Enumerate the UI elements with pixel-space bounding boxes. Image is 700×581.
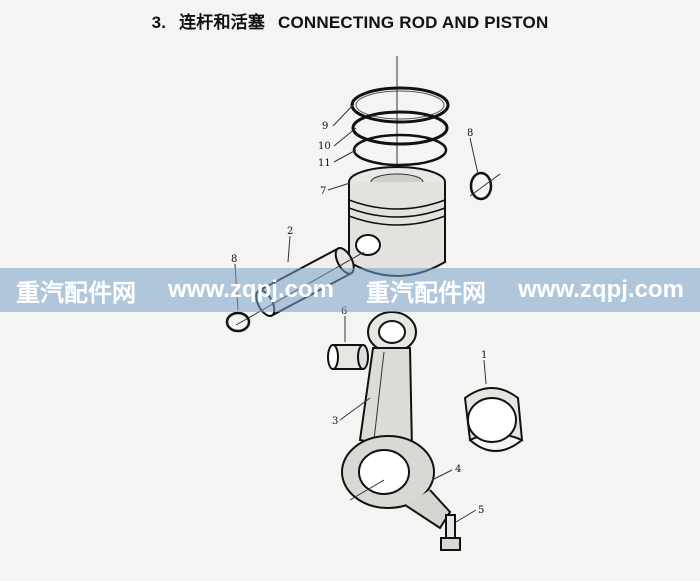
callout-5: 5 <box>478 505 484 516</box>
title-english: CONNECTING ROD AND PISTON <box>278 13 549 32</box>
connecting-rod <box>341 311 452 530</box>
watermark-banner: 重汽配件网 www.zqpj.com 重汽配件网 www.zqpj.com <box>0 268 700 312</box>
watermark-text-url-2: www.zqpj.com <box>518 276 684 303</box>
callout-10: 10 <box>318 141 331 152</box>
callout-2: 2 <box>287 226 293 237</box>
piston-ring-9 <box>350 86 450 124</box>
callout-9: 9 <box>322 121 328 132</box>
piston-pin-bore <box>355 234 381 256</box>
callout-11: 11 <box>318 158 331 169</box>
callout-3: 3 <box>332 416 338 427</box>
piston <box>348 166 446 277</box>
callout-7: 7 <box>320 186 326 197</box>
snap-ring-right <box>469 171 493 201</box>
watermark-text-cn-1: 重汽配件网 <box>16 279 137 307</box>
title-chinese: 连杆和活塞 <box>179 13 266 32</box>
watermark-text-url-1: www.zqpj.com <box>168 276 334 303</box>
connecting-rod-bolt <box>440 514 461 551</box>
callout-4: 4 <box>455 464 461 475</box>
watermark-text-cn-2: 重汽配件网 <box>366 279 487 307</box>
title-number: 3. <box>151 13 167 32</box>
small-end-bushing <box>327 344 369 370</box>
piston-ring-10 <box>351 110 449 146</box>
callout-1: 1 <box>481 350 487 361</box>
snap-ring-left <box>225 311 251 333</box>
callout-8-left: 8 <box>231 254 237 265</box>
callout-8-right: 8 <box>467 128 473 139</box>
callouts: 9 10 11 7 8 2 8 6 1 3 4 5 <box>231 121 487 516</box>
connecting-rod-bearing <box>463 387 524 452</box>
piston-ring-11 <box>352 133 448 167</box>
diagram-title: 3. 连杆和活塞 CONNECTING ROD AND PISTON <box>0 8 700 33</box>
